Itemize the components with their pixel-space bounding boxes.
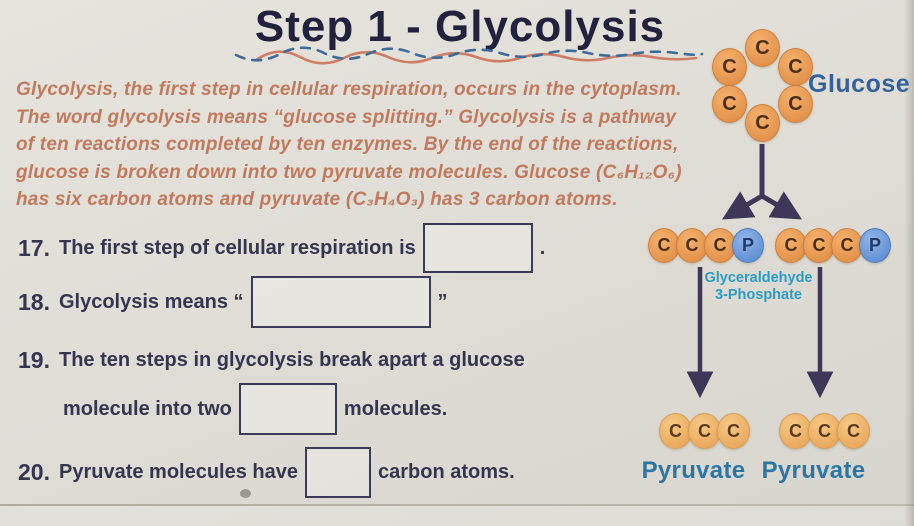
intro-paragraph: Glycolysis, the first step in cellular r… <box>16 76 682 214</box>
carbon-atom-icon: C <box>778 48 813 86</box>
question-17-answer-box[interactable] <box>422 223 533 273</box>
question-19-answer-box[interactable] <box>238 383 337 435</box>
glucose-label: Glucose <box>808 70 911 98</box>
question-18-answer-box[interactable] <box>250 276 431 328</box>
page-edge-line <box>0 504 914 506</box>
question-18-number: 18. <box>18 288 50 315</box>
g3p-label-line1: Glyceraldehyde <box>704 270 813 286</box>
question-19-text-line2: molecule into two <box>63 397 232 420</box>
page-title: Step 1 - Glycolysis <box>254 2 666 51</box>
page-edge-margin <box>0 506 914 526</box>
carbon-atom-icon: C <box>837 413 870 449</box>
question-17: 17. The first step of cellular respirati… <box>18 222 545 274</box>
g3p-label-line2: 3-Phosphate <box>714 286 802 303</box>
question-20-answer-box[interactable] <box>305 446 371 498</box>
intro-line: The word glycolysis means “glucose split… <box>16 106 677 128</box>
question-19-line2: molecule into two molecules. <box>63 383 447 435</box>
carbon-atom-icon: C <box>745 104 780 142</box>
carbon-atom-icon: C <box>717 413 750 449</box>
question-18-close-quote: ” <box>437 290 448 313</box>
question-19-text-line1: The ten steps in glycolysis break apart … <box>58 348 525 371</box>
carbon-atom-icon: C <box>704 228 736 263</box>
pyruvate-label-right: Pyruvate <box>761 457 866 484</box>
question-17-text: The first step of cellular respiration i… <box>58 236 416 259</box>
phosphate-icon: P <box>732 228 764 263</box>
phosphate-icon: P <box>859 228 891 263</box>
smudge-dot <box>240 489 251 498</box>
question-20-number: 20. <box>18 458 50 485</box>
carbon-atom-icon: C <box>712 85 747 123</box>
title-underline-decoration <box>234 46 704 65</box>
question-17-period: . <box>539 236 546 259</box>
photo-edge-shadow <box>904 0 914 526</box>
question-18: 18. Glycolysis means “ ” <box>18 276 448 328</box>
intro-line: has six carbon atoms and pyruvate (C₃H₄O… <box>16 189 618 210</box>
intro-line: Glycolysis, the first step in cellular r… <box>16 79 682 100</box>
question-19-line1: 19. The ten steps in glycolysis break ap… <box>18 342 525 378</box>
split-arrow-icon <box>721 144 803 220</box>
question-17-number: 17. <box>18 234 50 261</box>
intro-line: glucose is broken down into two pyruvate… <box>16 161 682 183</box>
intro-line: of ten reactions completed by ten enzyme… <box>16 134 679 155</box>
question-20-text: Pyruvate molecules have <box>58 460 298 483</box>
carbon-atom-icon: C <box>775 228 807 263</box>
pyruvate-label-left: Pyruvate <box>641 457 746 484</box>
question-18-text: Glycolysis means “ <box>58 290 244 313</box>
carbon-atom-icon: C <box>688 413 721 449</box>
carbon-atom-icon: C <box>803 228 835 263</box>
carbon-atom-icon: C <box>745 29 780 67</box>
question-19-text-after: molecules. <box>343 397 448 420</box>
question-19-number: 19. <box>18 346 50 373</box>
carbon-atom-icon: C <box>712 48 747 86</box>
question-20: 20. Pyruvate molecules have carbon atoms… <box>18 446 515 498</box>
g3p-label: Glyceraldehyde 3-Phosphate <box>696 270 821 303</box>
question-20-text-after: carbon atoms. <box>378 460 515 483</box>
carbon-atom-icon: C <box>778 85 813 123</box>
